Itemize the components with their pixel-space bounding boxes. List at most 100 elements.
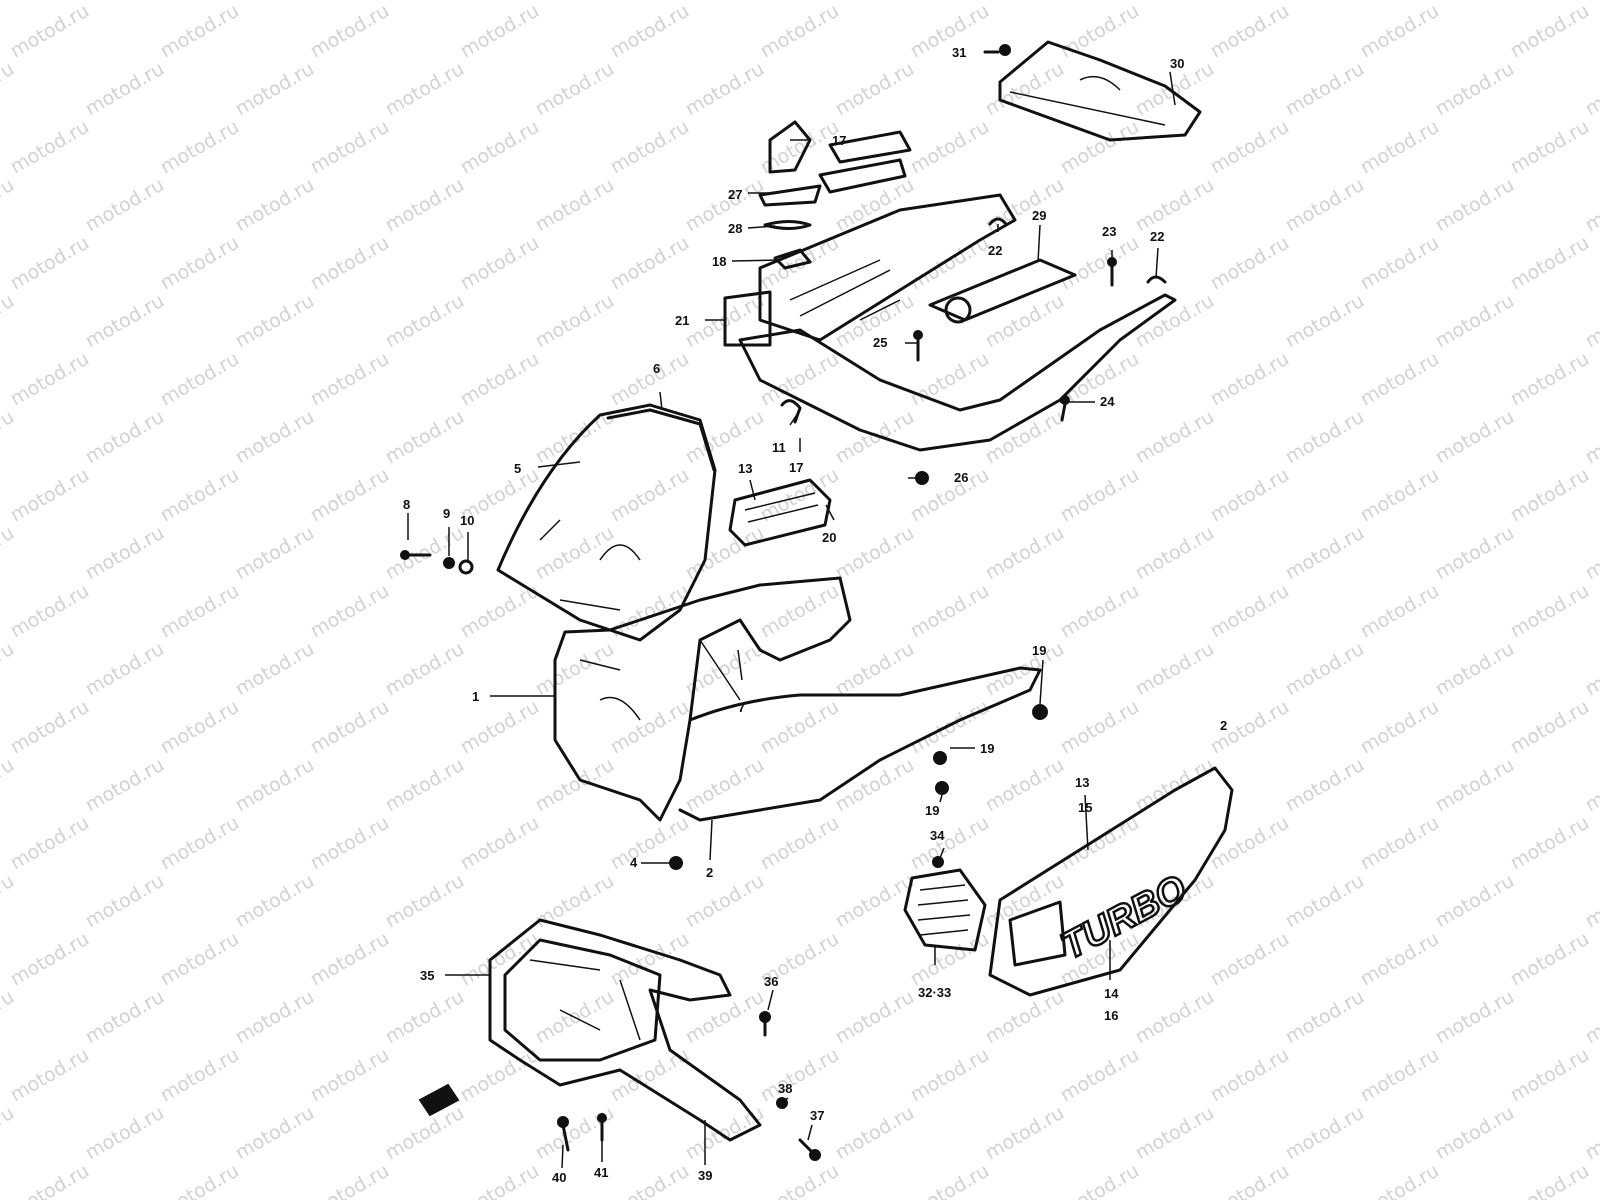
watermark-text: motod.ru [1057,464,1143,527]
part-27-28-18-plates [758,184,822,270]
watermark-text: motod.ru [682,754,768,817]
label-4: 4 [630,855,638,870]
part-25-bolt [913,330,923,362]
watermark-text: motod.ru [232,754,318,817]
watermark-text: motod.ru [1282,522,1368,585]
watermark-text: motod.ru [982,1102,1068,1165]
watermark-text: motod.ru [532,638,618,701]
watermark-text: motod.ru [457,1160,543,1200]
watermark-text: motod.ru [1282,986,1368,1049]
watermark-text: motod.ru [757,580,843,643]
part-35-39-frame-stay [488,918,762,1142]
watermark-text: motod.ru [7,812,93,875]
watermark-text: motod.ru [1282,406,1368,469]
watermark-text: motod.ru [0,870,18,933]
watermark-text: motod.ru [7,232,93,295]
watermark-text: motod.ru [1432,986,1518,1049]
watermark-text: motod.ru [1582,1102,1600,1165]
watermark-text: motod.ru [1207,1044,1293,1107]
label-2-a: 2 [1220,718,1227,733]
watermark-text: motod.ru [457,812,543,875]
label-20: 20 [822,530,836,545]
watermark-text: motod.ru [832,1102,918,1165]
watermark-text: motod.ru [1432,290,1518,353]
part-32-33-reflector [903,868,987,952]
watermark-text: motod.ru [1132,0,1218,4]
watermark-text: motod.ru [7,0,93,62]
watermark-text: motod.ru [7,348,93,411]
watermark-text: motod.ru [232,406,318,469]
watermark-text: motod.ru [1357,696,1443,759]
watermark-text: motod.ru [607,348,693,411]
watermark-text: motod.ru [1207,116,1293,179]
watermark-text: motod.ru [0,58,18,121]
label-25: 25 [873,335,887,350]
part-30-rear-cover [998,40,1202,142]
watermark-text: motod.ru [157,232,243,295]
label-17-upper: 17 [832,133,846,148]
watermark-text: motod.ru [1207,812,1293,875]
watermark-text: motod.ru [1357,464,1443,527]
watermark-text: motod.ru [382,1102,468,1165]
label-11: 11 [772,440,786,455]
watermark-text: motod.ru [7,116,93,179]
label-31: 31 [952,45,966,60]
watermark-text: motod.ru [982,58,1068,121]
watermark-text: motod.ru [1057,1160,1143,1200]
watermark-text: motod.ru [1057,1044,1143,1107]
watermark-text: motod.ru [532,290,618,353]
watermark-text: motod.ru [1132,1102,1218,1165]
watermark-text: motod.ru [1357,1044,1443,1107]
label-13-lower: 13 [1075,775,1089,790]
watermark-text: motod.ru [1582,522,1600,585]
watermark-text: motod.ru [1507,0,1593,62]
label-18: 18 [712,254,726,269]
watermark-text: motod.ru [0,174,18,237]
label-28: 28 [728,221,742,236]
label-37: 37 [810,1108,824,1123]
watermark-text: motod.ru [1582,870,1600,933]
watermark-text: motod.ru [232,290,318,353]
watermark-text: motod.ru [382,58,468,121]
watermark-text: motod.ru [982,870,1068,933]
watermark-text: motod.ru [1582,406,1600,469]
watermark-text: motod.ru [157,348,243,411]
label-29: 29 [1032,208,1046,223]
watermark-text: motod.ru [1507,464,1593,527]
label-10: 10 [460,513,474,528]
label-41: 41 [594,1165,608,1180]
watermark-text: motod.ru [382,986,468,1049]
watermark-text: motod.ru [907,0,993,62]
watermark-text: motod.ru [907,1044,993,1107]
watermark-text: motod.ru [532,870,618,933]
watermark-text: motod.ru [382,870,468,933]
watermark-text: motod.ru [82,174,168,237]
watermark-text: motod.ru [907,812,993,875]
watermark-text: motod.ru [82,290,168,353]
watermark-text: motod.ru [157,580,243,643]
watermark-text: motod.ru [7,1160,93,1200]
watermark-text: motod.ru [1582,0,1600,4]
watermark-text: motod.ru [532,174,618,237]
watermark-text: motod.ru [1432,522,1518,585]
watermark-text: motod.ru [982,986,1068,1049]
watermark-text: motod.ru [82,870,168,933]
watermark-text: motod.ru [1282,58,1368,121]
watermark-text: motod.ru [307,232,393,295]
watermark-text: motod.ru [757,0,843,62]
watermark-text: motod.ru [832,986,918,1049]
watermark-text: motod.ru [0,754,18,817]
watermark-text: motod.ru [1432,174,1518,237]
watermark-text: motod.ru [307,1160,393,1200]
watermark-text: motod.ru [607,232,693,295]
label-1: 1 [472,689,479,704]
part-1-upper-fairing [553,576,1042,822]
watermark-text: motod.ru [682,0,768,4]
label-15: 15 [1078,800,1092,815]
watermark-text: motod.ru [607,696,693,759]
watermark-text: motod.ru [382,174,468,237]
part-31-screw [983,44,1011,56]
watermark-text: motod.ru [1057,580,1143,643]
watermark-text: motod.ru [82,1102,168,1165]
